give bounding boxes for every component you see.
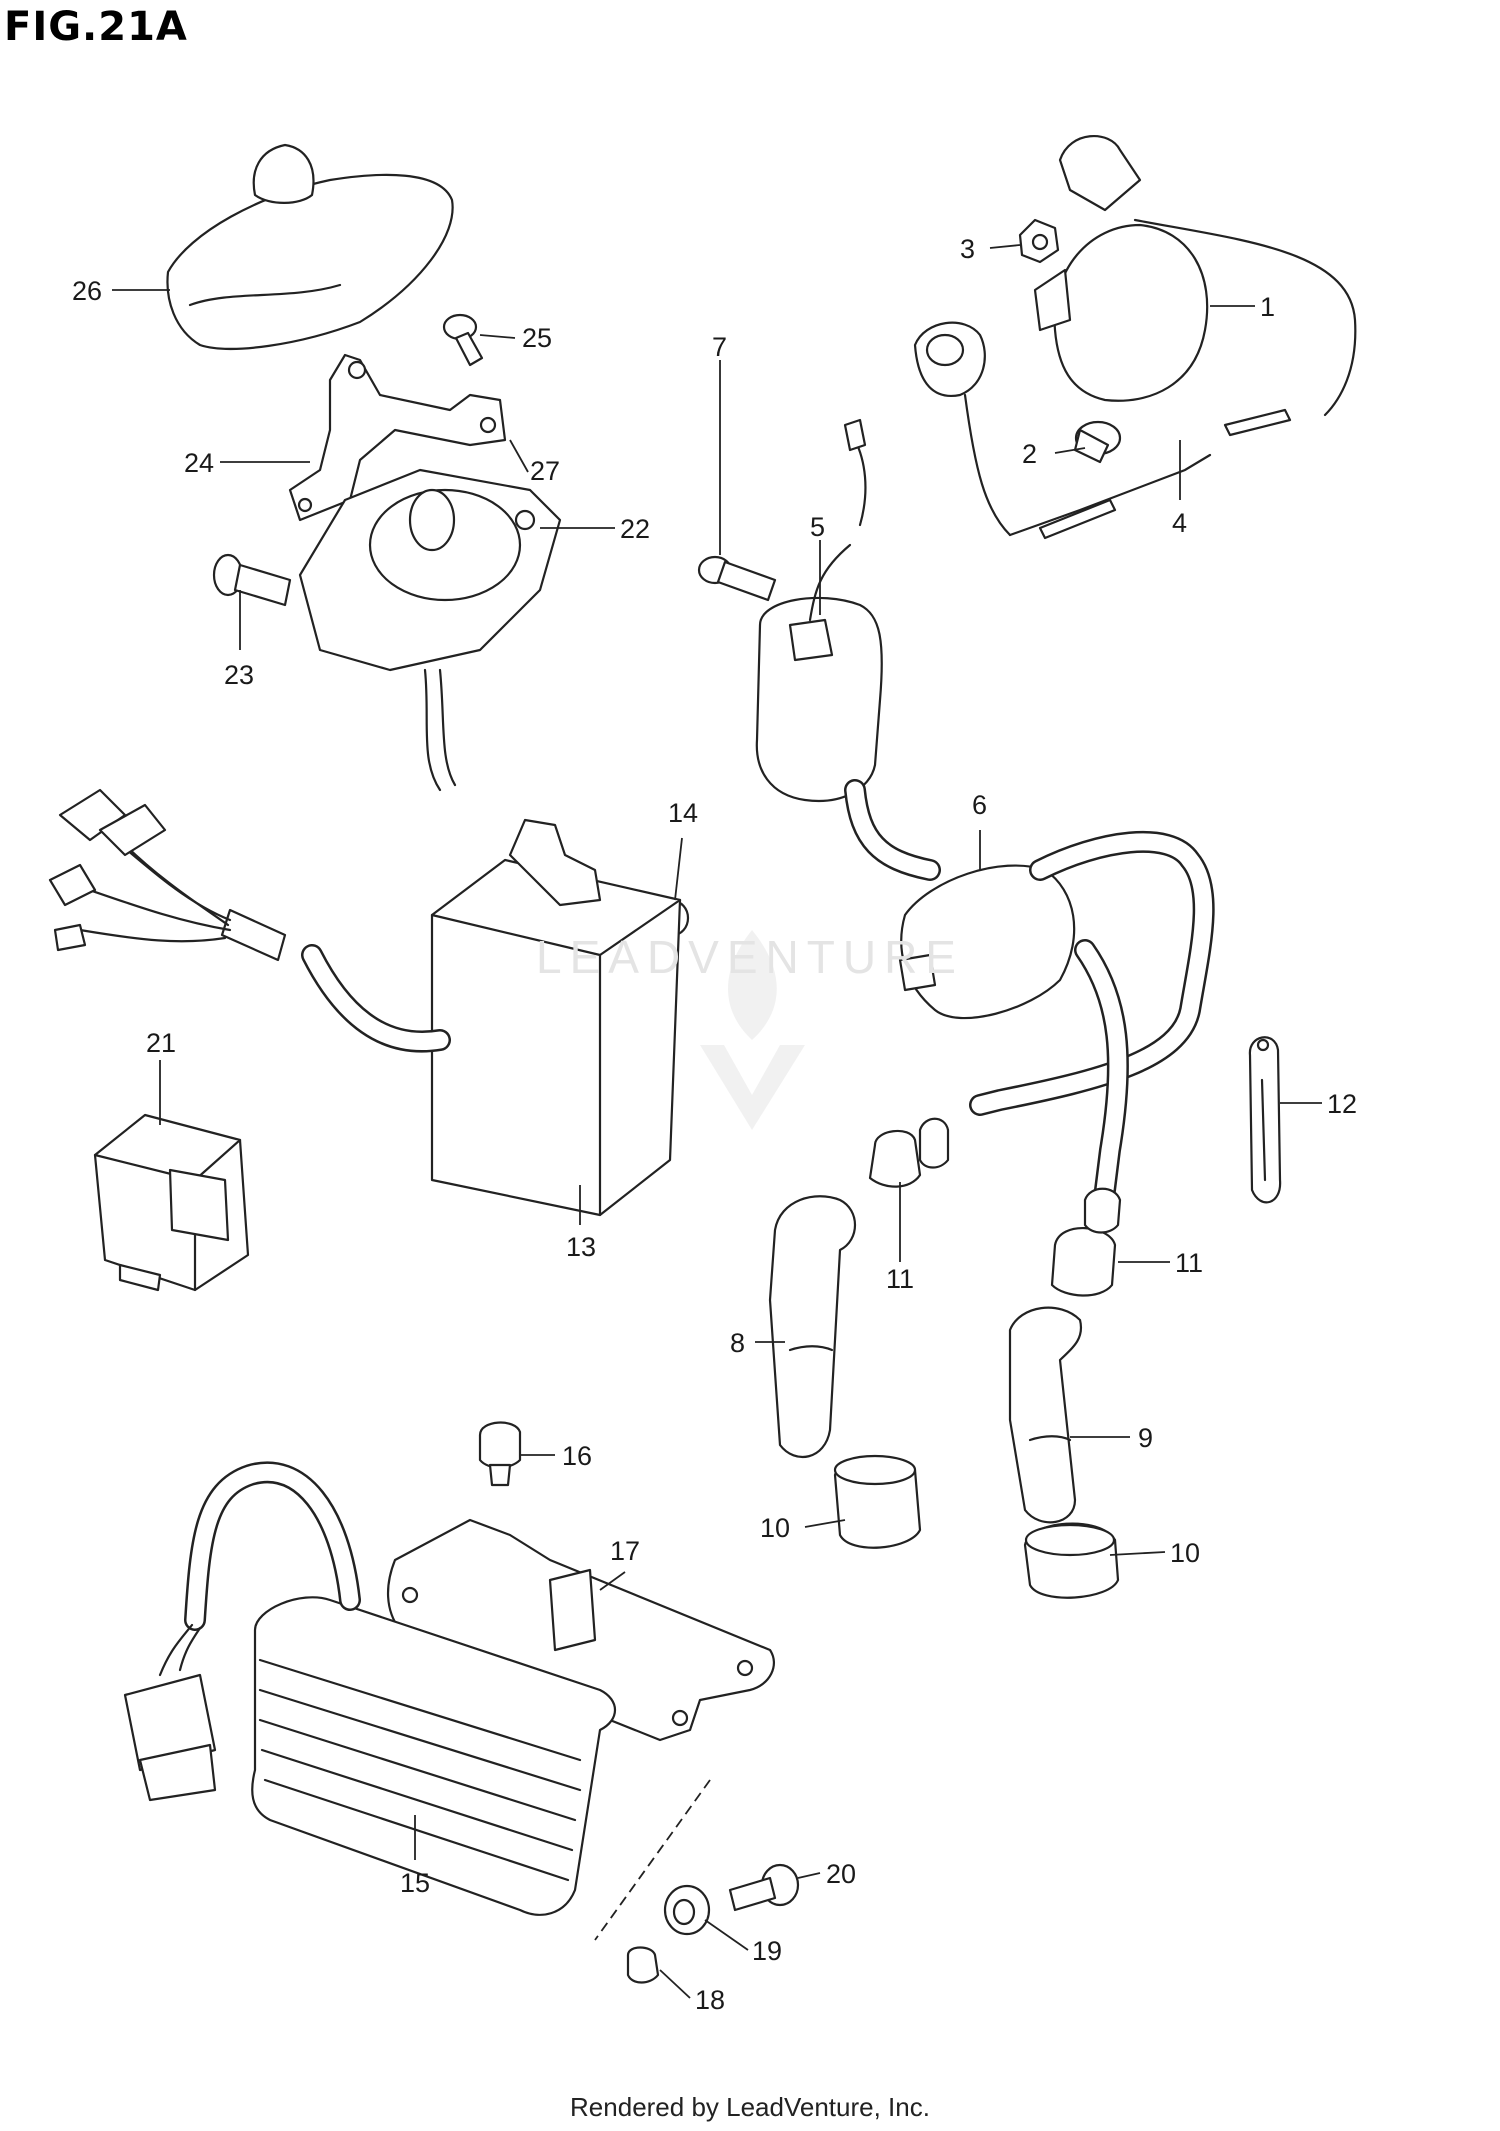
callout-26: 26 xyxy=(72,276,102,306)
part-9-plug-cap xyxy=(1008,1306,1083,1524)
callout-20: 20 xyxy=(826,1859,856,1889)
callout-23: 23 xyxy=(224,660,254,690)
part-13-cdi-unit xyxy=(48,788,682,1217)
callout-24: 24 xyxy=(184,448,214,478)
leadventure-watermark-logo xyxy=(700,930,805,1130)
part-10-cap-left xyxy=(833,1454,922,1549)
callout-4: 4 xyxy=(1172,508,1187,538)
callout-22: 22 xyxy=(620,514,650,544)
callout-27: 27 xyxy=(530,456,560,486)
callout-11-left: 11 xyxy=(886,1264,914,1294)
part-18-collar xyxy=(626,1946,660,1984)
part-1-ignition-switch xyxy=(1033,135,1357,437)
callout-10-left: 10 xyxy=(760,1513,790,1543)
part-26-cover xyxy=(166,143,454,350)
callout-25: 25 xyxy=(522,323,552,353)
callout-16: 16 xyxy=(562,1441,592,1471)
part-3-nut xyxy=(1018,218,1060,264)
callout-3: 3 xyxy=(960,234,975,264)
callout-8: 8 xyxy=(730,1328,745,1358)
figure-title: FIG.21A xyxy=(4,4,188,50)
part-2-screw xyxy=(1073,420,1122,464)
callout-6: 6 xyxy=(972,790,987,820)
part-11-boot-lower xyxy=(1050,1187,1122,1297)
part-5-ignition-coil xyxy=(755,418,883,803)
part-8-plug-cap xyxy=(768,1195,856,1459)
callout-1: 1 xyxy=(1260,292,1275,322)
callout-19: 19 xyxy=(752,1936,782,1966)
part-10-cap-right xyxy=(1023,1522,1120,1599)
callout-13: 13 xyxy=(566,1232,596,1262)
part-11-boot-upper xyxy=(868,1117,950,1188)
callout-2: 2 xyxy=(1022,439,1037,469)
callout-leaders xyxy=(112,244,1322,1999)
assembly-guide-line xyxy=(594,1779,711,1941)
callout-5: 5 xyxy=(810,512,825,542)
callout-9: 9 xyxy=(1138,1423,1153,1453)
part-20-bolt xyxy=(728,1863,800,1912)
part-27-nut xyxy=(514,509,536,531)
callout-14: 14 xyxy=(668,798,698,828)
callout-labels: 1 2 3 4 5 6 7 8 9 10 10 11 11 12 13 14 1… xyxy=(72,234,1357,2015)
part-6-coil xyxy=(844,779,1215,1201)
part-22-switch xyxy=(298,468,562,792)
part-16-bolt xyxy=(478,1421,522,1487)
part-23-bolt xyxy=(212,553,292,607)
footer-credit: Rendered by LeadVenture, Inc. xyxy=(570,2092,930,2122)
part-7-bolt xyxy=(697,555,777,602)
callout-18: 18 xyxy=(695,1985,725,2015)
part-24-bracket xyxy=(288,353,507,522)
part-25-screw xyxy=(442,313,484,367)
callout-21: 21 xyxy=(146,1028,176,1058)
callout-7: 7 xyxy=(712,332,727,362)
part-21-relay xyxy=(93,1113,250,1292)
part-15-regulator xyxy=(123,1461,616,1916)
part-19-grommet xyxy=(663,1884,711,1936)
part-4-cable xyxy=(913,321,1212,540)
part-17-bracket-plate xyxy=(386,1518,776,1742)
callout-15: 15 xyxy=(400,1868,430,1898)
callout-17: 17 xyxy=(610,1536,640,1566)
callout-12: 12 xyxy=(1327,1089,1357,1119)
watermark-text: LEADVENTURE xyxy=(536,931,964,983)
part-12-clamp xyxy=(1248,1036,1282,1204)
callout-11-right: 11 xyxy=(1175,1248,1203,1278)
callout-10-right: 10 xyxy=(1170,1538,1200,1568)
